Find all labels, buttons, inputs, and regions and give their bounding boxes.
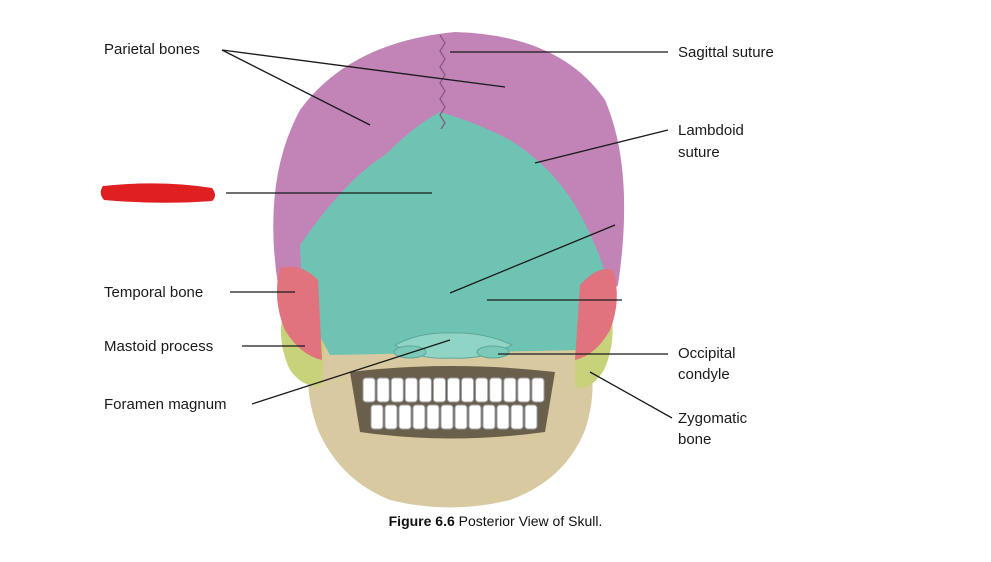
label-occipital-2: condyle: [678, 366, 730, 383]
tooth: [461, 377, 475, 403]
leader-parietal-1: [221, 49, 371, 126]
occipital-condyle-right: [476, 345, 510, 359]
tooth: [531, 377, 545, 403]
label-parietal-bones: Parietal bones: [104, 41, 200, 58]
label-zygomatic-2: bone: [678, 431, 711, 448]
tooth: [482, 404, 496, 430]
tooth: [454, 404, 468, 430]
temporal-left: [276, 266, 322, 360]
figure-number: Figure 6.6: [388, 513, 455, 529]
teeth: [362, 377, 545, 430]
tooth: [404, 377, 418, 403]
tooth: [418, 377, 432, 403]
sagittal-suture-line: [439, 34, 446, 130]
leader-unlabeled-right: [449, 224, 616, 294]
redacted-label: [100, 183, 215, 203]
tooth: [432, 377, 446, 403]
tooth: [447, 377, 461, 403]
tooth: [503, 377, 517, 403]
label-sagittal-suture: Sagittal suture: [678, 44, 774, 61]
tooth: [440, 404, 454, 430]
label-lambdoid-1: Lambdoid: [678, 122, 744, 139]
tooth: [510, 404, 524, 430]
tooth: [376, 377, 390, 403]
tooth: [524, 404, 538, 430]
label-mastoid-process: Mastoid process: [104, 338, 213, 355]
leader-lambdoid: [534, 129, 669, 164]
tooth: [496, 404, 510, 430]
figure-caption: Figure 6.6 Posterior View of Skull.: [0, 513, 991, 529]
tooth: [384, 404, 398, 430]
tooth: [390, 377, 404, 403]
label-zygomatic-1: Zygomatic: [678, 410, 748, 427]
tooth: [412, 404, 426, 430]
temporal-right: [575, 269, 617, 360]
label-temporal-bone: Temporal bone: [104, 284, 203, 301]
figure-title: Posterior View of Skull.: [458, 513, 603, 529]
tooth: [398, 404, 412, 430]
tooth: [517, 377, 531, 403]
label-lambdoid-2: suture: [678, 144, 720, 161]
tooth: [426, 404, 440, 430]
leader-zygomatic: [589, 371, 673, 419]
label-occipital-1: Occipital: [678, 345, 736, 362]
tooth: [489, 377, 503, 403]
tooth: [475, 377, 489, 403]
tooth: [468, 404, 482, 430]
tooth: [370, 404, 384, 430]
leader-foramen: [251, 339, 451, 405]
label-foramen-magnum: Foramen magnum: [104, 396, 227, 413]
occipital-bone: [300, 112, 606, 355]
leader-parietal-2: [221, 49, 506, 88]
leader-lines: [221, 49, 673, 419]
tooth: [362, 377, 376, 403]
